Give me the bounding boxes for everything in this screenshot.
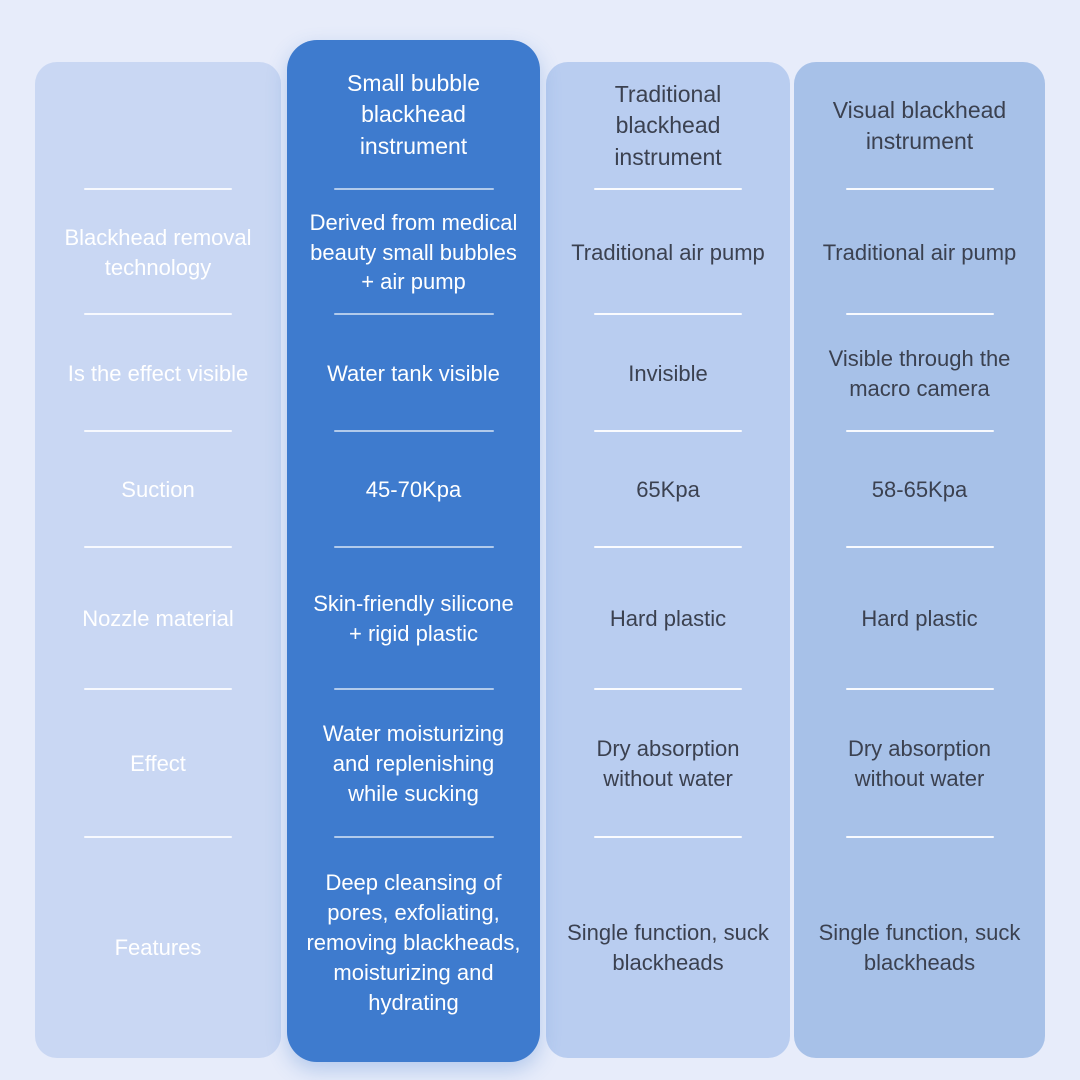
row-label-suction: Suction — [35, 432, 281, 548]
labels-header-spacer — [35, 62, 281, 190]
row-divider — [333, 430, 494, 432]
table-cell-suction: 65Kpa — [546, 432, 790, 548]
table-cell-technology: Traditional air pump — [546, 190, 790, 315]
cell-text: Single function, suck blackheads — [818, 920, 1021, 975]
row-label-visibility: Is the effect visible — [35, 315, 281, 432]
table-cell-features: Single function, suck blackheads — [546, 838, 790, 1058]
cell-text: 45-70Kpa — [365, 477, 462, 503]
table-cell-suction: 58-65Kpa — [794, 432, 1045, 548]
row-divider — [333, 688, 494, 690]
table-cell-effect: Dry absorption without water — [794, 690, 1045, 838]
cell-text: 58-65Kpa — [871, 477, 968, 503]
row-label-text: Blackhead removal technology — [64, 224, 252, 280]
column-header: Traditional blackhead instrument — [546, 62, 790, 190]
column-header-text: Traditional blackhead instrument — [614, 81, 722, 170]
row-divider — [333, 188, 494, 190]
row-divider — [594, 836, 742, 838]
table-cell-features: Single function, suck blackheads — [794, 838, 1045, 1058]
row-divider — [333, 836, 494, 838]
row-divider — [84, 688, 232, 690]
table-cell-visibility: Visible through the macro camera — [794, 315, 1045, 432]
column-header: Visual blackhead instrument — [794, 62, 1045, 190]
table-cell-nozzle-material: Hard plastic — [546, 548, 790, 690]
cell-text: Dry absorption without water — [596, 736, 740, 791]
row-divider — [84, 546, 232, 548]
column-header-text: Small bubble blackhead instrument — [347, 70, 480, 159]
row-label-effect: Effect — [35, 690, 281, 838]
cell-text: Invisible — [628, 360, 708, 386]
row-divider — [594, 688, 742, 690]
column-traditional-instrument: Traditional blackhead instrument Traditi… — [546, 62, 790, 1058]
row-label-text: Features — [114, 935, 202, 961]
table-cell-technology: Derived from medical beauty small bubble… — [287, 190, 540, 315]
table-cell-effect: Dry absorption without water — [546, 690, 790, 838]
row-label-nozzle-material: Nozzle material — [35, 548, 281, 690]
cell-text: Water tank visible — [327, 360, 500, 386]
row-divider — [594, 430, 742, 432]
row-divider — [84, 188, 232, 190]
cell-text: Hard plastic — [609, 606, 727, 632]
cell-text: Traditional air pump — [822, 239, 1017, 265]
row-divider — [594, 313, 742, 315]
cell-text: 65Kpa — [636, 477, 700, 503]
table-cell-technology: Traditional air pump — [794, 190, 1045, 315]
row-divider — [594, 546, 742, 548]
table-cell-nozzle-material: Hard plastic — [794, 548, 1045, 690]
cell-text: Visible through the macro camera — [828, 345, 1011, 401]
row-divider — [84, 430, 232, 432]
row-divider — [84, 836, 232, 838]
cell-text: Traditional air pump — [571, 239, 765, 265]
row-divider — [845, 313, 994, 315]
cell-text: Single function, suck blackheads — [567, 920, 769, 975]
row-divider — [333, 313, 494, 315]
cell-text: Skin-friendly silicone + rigid plastic — [313, 591, 514, 646]
cell-text: Derived from medical beauty small bubble… — [309, 209, 518, 295]
row-divider — [845, 430, 994, 432]
row-divider — [845, 546, 994, 548]
table-cell-visibility: Invisible — [546, 315, 790, 432]
row-label-text: Effect — [130, 751, 186, 777]
table-cell-nozzle-material: Skin-friendly silicone + rigid plastic — [287, 548, 540, 690]
row-divider — [333, 546, 494, 548]
row-label-text: Nozzle material — [82, 606, 234, 632]
row-label-text: Suction — [121, 477, 195, 503]
row-divider — [845, 188, 994, 190]
table-cell-features: Deep cleansing of pores, exfoliating, re… — [287, 838, 540, 1062]
column-header: Small bubble blackhead instrument — [287, 40, 540, 190]
column-header-text: Visual blackhead instrument — [832, 96, 1007, 154]
column-visual-instrument: Visual blackhead instrument Traditional … — [794, 62, 1045, 1058]
cell-text: Water moisturizing and replenishing whil… — [322, 721, 505, 806]
row-labels-column: Blackhead removal technology Is the effe… — [35, 62, 281, 1058]
row-divider — [84, 313, 232, 315]
cell-text: Dry absorption without water — [847, 736, 992, 791]
row-label-technology: Blackhead removal technology — [35, 190, 281, 315]
table-cell-effect: Water moisturizing and replenishing whil… — [287, 690, 540, 838]
column-small-bubble-instrument: Small bubble blackhead instrument Derive… — [287, 40, 540, 1062]
row-label-text: Is the effect visible — [67, 360, 249, 386]
row-label-features: Features — [35, 838, 281, 1058]
row-divider — [845, 836, 994, 838]
cell-text: Hard plastic — [861, 606, 978, 632]
table-cell-suction: 45-70Kpa — [287, 432, 540, 548]
row-divider — [594, 188, 742, 190]
cell-text: Deep cleansing of pores, exfoliating, re… — [306, 870, 521, 1015]
row-divider — [845, 688, 994, 690]
table-cell-visibility: Water tank visible — [287, 315, 540, 432]
